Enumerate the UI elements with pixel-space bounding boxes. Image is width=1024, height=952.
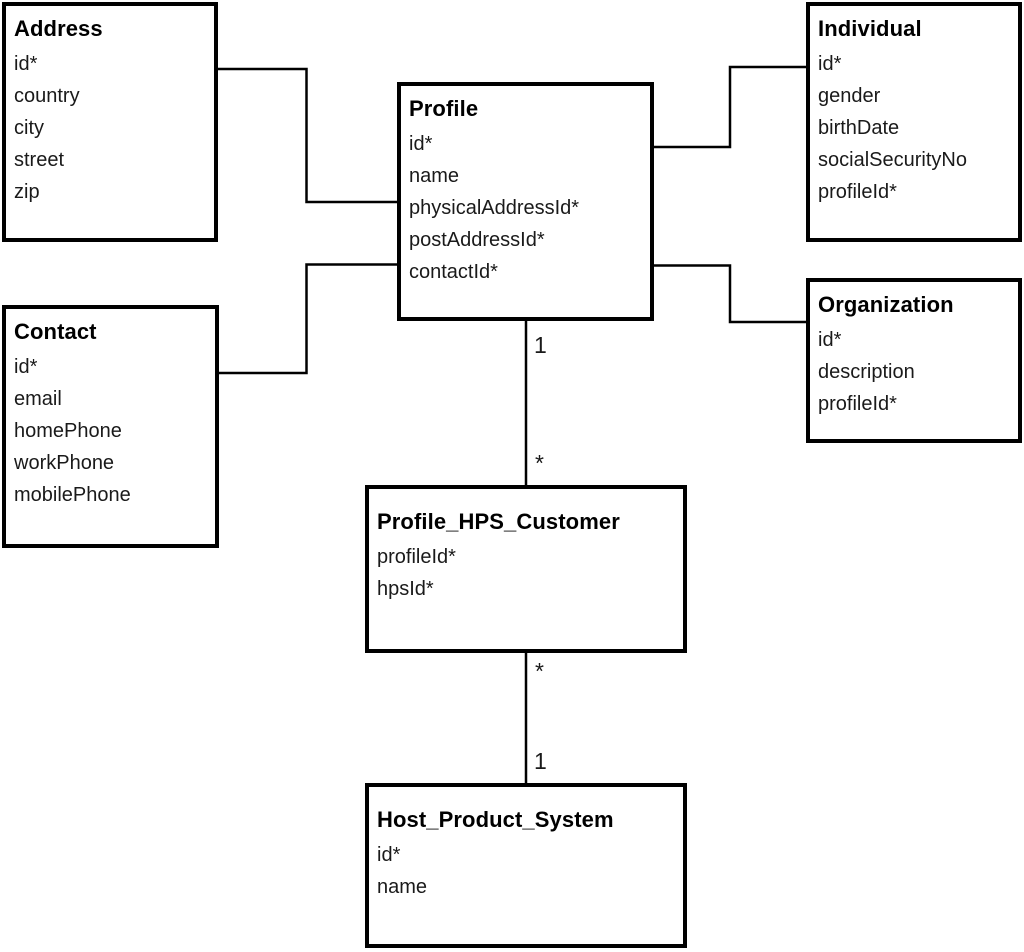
entity-profile-field-id: id*	[409, 133, 433, 155]
entity-host-product-system-title: Host_Product_System	[377, 807, 614, 832]
entity-profile: Profile id* name physicalAddressId* post…	[397, 82, 654, 321]
entity-individual-field-id: id*	[818, 53, 842, 75]
entity-contact-field-workphone: workPhone	[14, 452, 115, 474]
entity-contact-field-homephone: homePhone	[14, 420, 122, 442]
cardinality-label-hostproductsystem-side: 1	[534, 748, 547, 774]
entity-address: Address id* country city street zip	[2, 2, 218, 242]
entity-contact-field-mobilephone: mobilePhone	[14, 484, 131, 506]
entity-organization-title: Organization	[818, 292, 954, 317]
entity-profile-hps-customer: Profile_HPS_Customer profileId* hpsId*	[365, 485, 687, 653]
entity-address-title: Address	[14, 16, 103, 41]
entity-organization: Organization id* description profileId*	[806, 278, 1022, 443]
entity-address-field-street: street	[14, 149, 65, 171]
entity-profile-field-contactid: contactId*	[409, 261, 498, 283]
entity-profile-hps-customer-field-hpsid: hpsId*	[377, 578, 434, 600]
cardinality-label-profile-side: 1	[534, 332, 547, 358]
entity-individual: Individual id* gender birthDate socialSe…	[806, 2, 1022, 242]
entity-individual-field-profileid: profileId*	[818, 181, 897, 203]
entity-individual-field-socialsecurityno: socialSecurityNo	[818, 149, 967, 171]
entity-contact-field-id: id*	[14, 356, 38, 378]
entity-individual-title: Individual	[818, 16, 922, 41]
entity-contact-title: Contact	[14, 319, 97, 344]
entity-profile-hps-customer-title: Profile_HPS_Customer	[377, 509, 620, 534]
cardinality-label-hpscustomer-bottom: *	[535, 658, 544, 684]
entity-address-field-zip: zip	[14, 181, 40, 203]
entity-organization-field-id: id*	[818, 329, 842, 351]
entity-individual-field-birthdate: birthDate	[818, 117, 900, 139]
cardinality-label-hpscustomer-top: *	[535, 450, 544, 476]
connector-contact-profile	[217, 263, 399, 375]
entity-profile-title: Profile	[409, 96, 479, 121]
entity-contact: Contact id* email homePhone workPhone mo…	[2, 305, 219, 548]
entity-individual-field-gender: gender	[818, 85, 881, 107]
entity-profile-field-postaddressid: postAddressId*	[409, 229, 545, 251]
entity-address-field-city: city	[14, 117, 44, 139]
entity-address-field-country: country	[14, 85, 80, 107]
entity-host-product-system-field-id: id*	[377, 844, 401, 866]
entity-profile-field-physicaladdressid: physicalAddressId*	[409, 197, 580, 219]
connector-address-profile	[216, 67, 399, 204]
entity-host-product-system: Host_Product_System id* name	[365, 783, 687, 948]
entity-host-product-system-field-name: name	[377, 876, 428, 898]
connector-profile-organization	[652, 264, 808, 324]
entity-address-field-id: id*	[14, 53, 38, 75]
entity-profile-field-name: name	[409, 165, 460, 187]
entity-contact-field-email: email	[14, 388, 62, 410]
connector-profile-individual	[652, 65, 808, 149]
entity-organization-field-profileid: profileId*	[818, 393, 897, 415]
entity-organization-field-description: description	[818, 361, 915, 383]
entity-profile-hps-customer-field-profileid: profileId*	[377, 546, 456, 568]
